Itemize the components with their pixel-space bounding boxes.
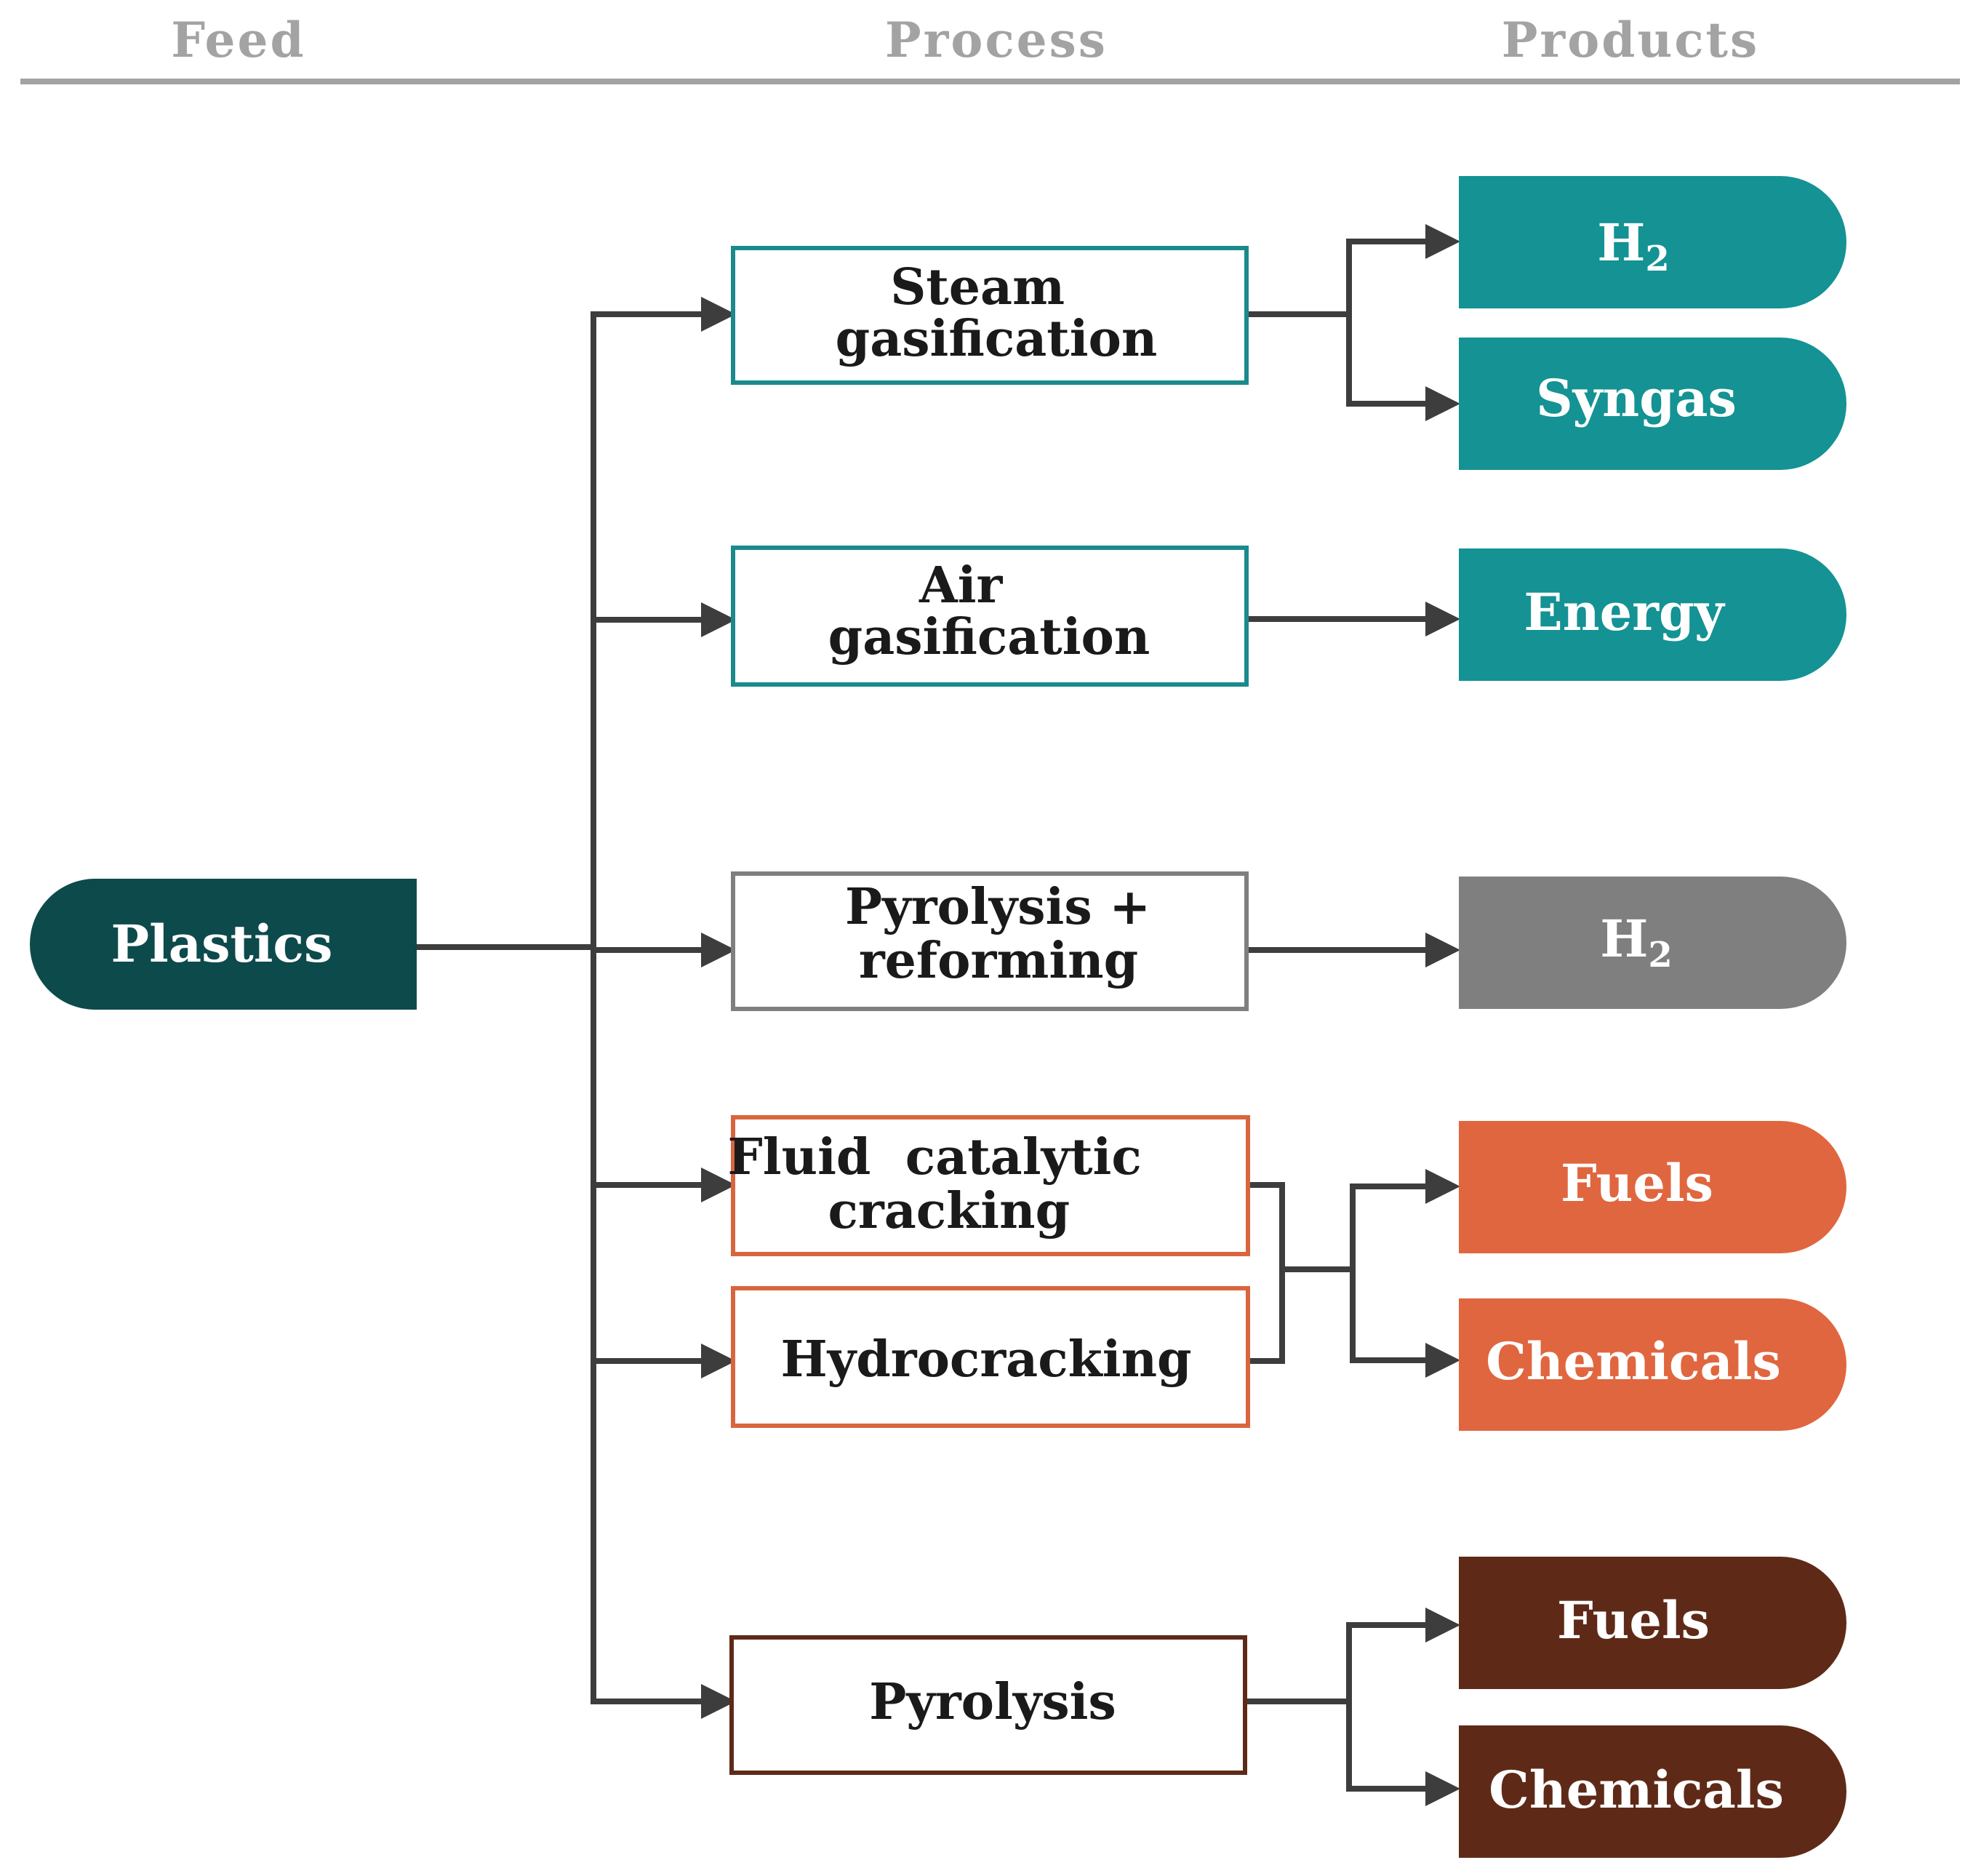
header-feed: Feed <box>171 12 305 68</box>
process-box <box>731 1115 1250 1256</box>
process-box <box>731 546 1249 687</box>
process-label: Steam gasification <box>836 258 1158 368</box>
product-chemicals-cracking: Chemicals <box>1459 1298 1846 1431</box>
process-pyrolysis-reforming: Pyrolysis + reforming <box>731 871 1249 1011</box>
product-label: Fuels <box>1557 1590 1710 1651</box>
process-fluid-catalytic-cracking: Fluid catalytic cracking <box>0 0 1262 1256</box>
process-box <box>731 1286 1250 1428</box>
process-box <box>729 1635 1247 1775</box>
process-box <box>731 871 1249 1011</box>
product-label: Chemicals <box>1486 1331 1781 1392</box>
feed-label: Plastics <box>111 914 333 974</box>
column-headers: Feed Process Products <box>20 12 1960 84</box>
product-label: H2 <box>1600 909 1673 975</box>
product-label: Energy <box>1524 582 1726 642</box>
product-shape <box>1459 1557 1846 1689</box>
process-label: Pyrolysis + reforming <box>845 878 1168 990</box>
process-box <box>731 246 1249 385</box>
process-air-gasification: Air gasification <box>731 546 1249 687</box>
product-h2-pyrolysis: H2 <box>1459 877 1846 1009</box>
product-shape <box>1459 548 1846 681</box>
process-label: Air gasification <box>828 556 1150 666</box>
product-energy: Energy <box>1459 548 1846 681</box>
product-shape <box>1459 338 1846 470</box>
product-chemicals-pyrolysis: Chemicals <box>1459 1725 1846 1858</box>
connectors <box>417 224 1460 1806</box>
header-process: Process <box>885 12 1108 68</box>
process-pyrolysis: Pyrolysis <box>729 1635 1247 1775</box>
product-label: Chemicals <box>1489 1760 1784 1820</box>
feed-shape <box>30 879 417 1010</box>
product-syngas: Syngas <box>1459 338 1846 470</box>
product-label: Syngas <box>1536 368 1737 428</box>
product-shape <box>1459 1725 1846 1858</box>
product-shape <box>1459 1121 1846 1253</box>
product-fuels-pyrolysis: Fuels <box>1459 1557 1846 1689</box>
header-products: Products <box>1502 12 1759 68</box>
connector-cracking-merge <box>1248 1182 1285 1364</box>
product-shape <box>1459 877 1846 1009</box>
product-label: Fuels <box>1561 1153 1713 1213</box>
product-fuels-cracking: Fuels <box>1459 1121 1846 1253</box>
product-label: H2 <box>1597 212 1670 279</box>
process-hydrocracking: Hydrocracking <box>731 1286 1250 1428</box>
process-steam-gasification: Steam gasification <box>731 246 1249 385</box>
product-h2-steam: H2 <box>1459 176 1846 308</box>
process-label: Hydrocracking <box>780 1330 1191 1389</box>
product-shape <box>1459 176 1846 308</box>
feed-node-plastics: Plastics <box>30 879 417 1010</box>
process-label: Pyrolysis <box>869 1673 1116 1731</box>
product-shape <box>1459 1298 1846 1431</box>
process-label: Fluid catalytic cracking <box>0 0 1262 1240</box>
